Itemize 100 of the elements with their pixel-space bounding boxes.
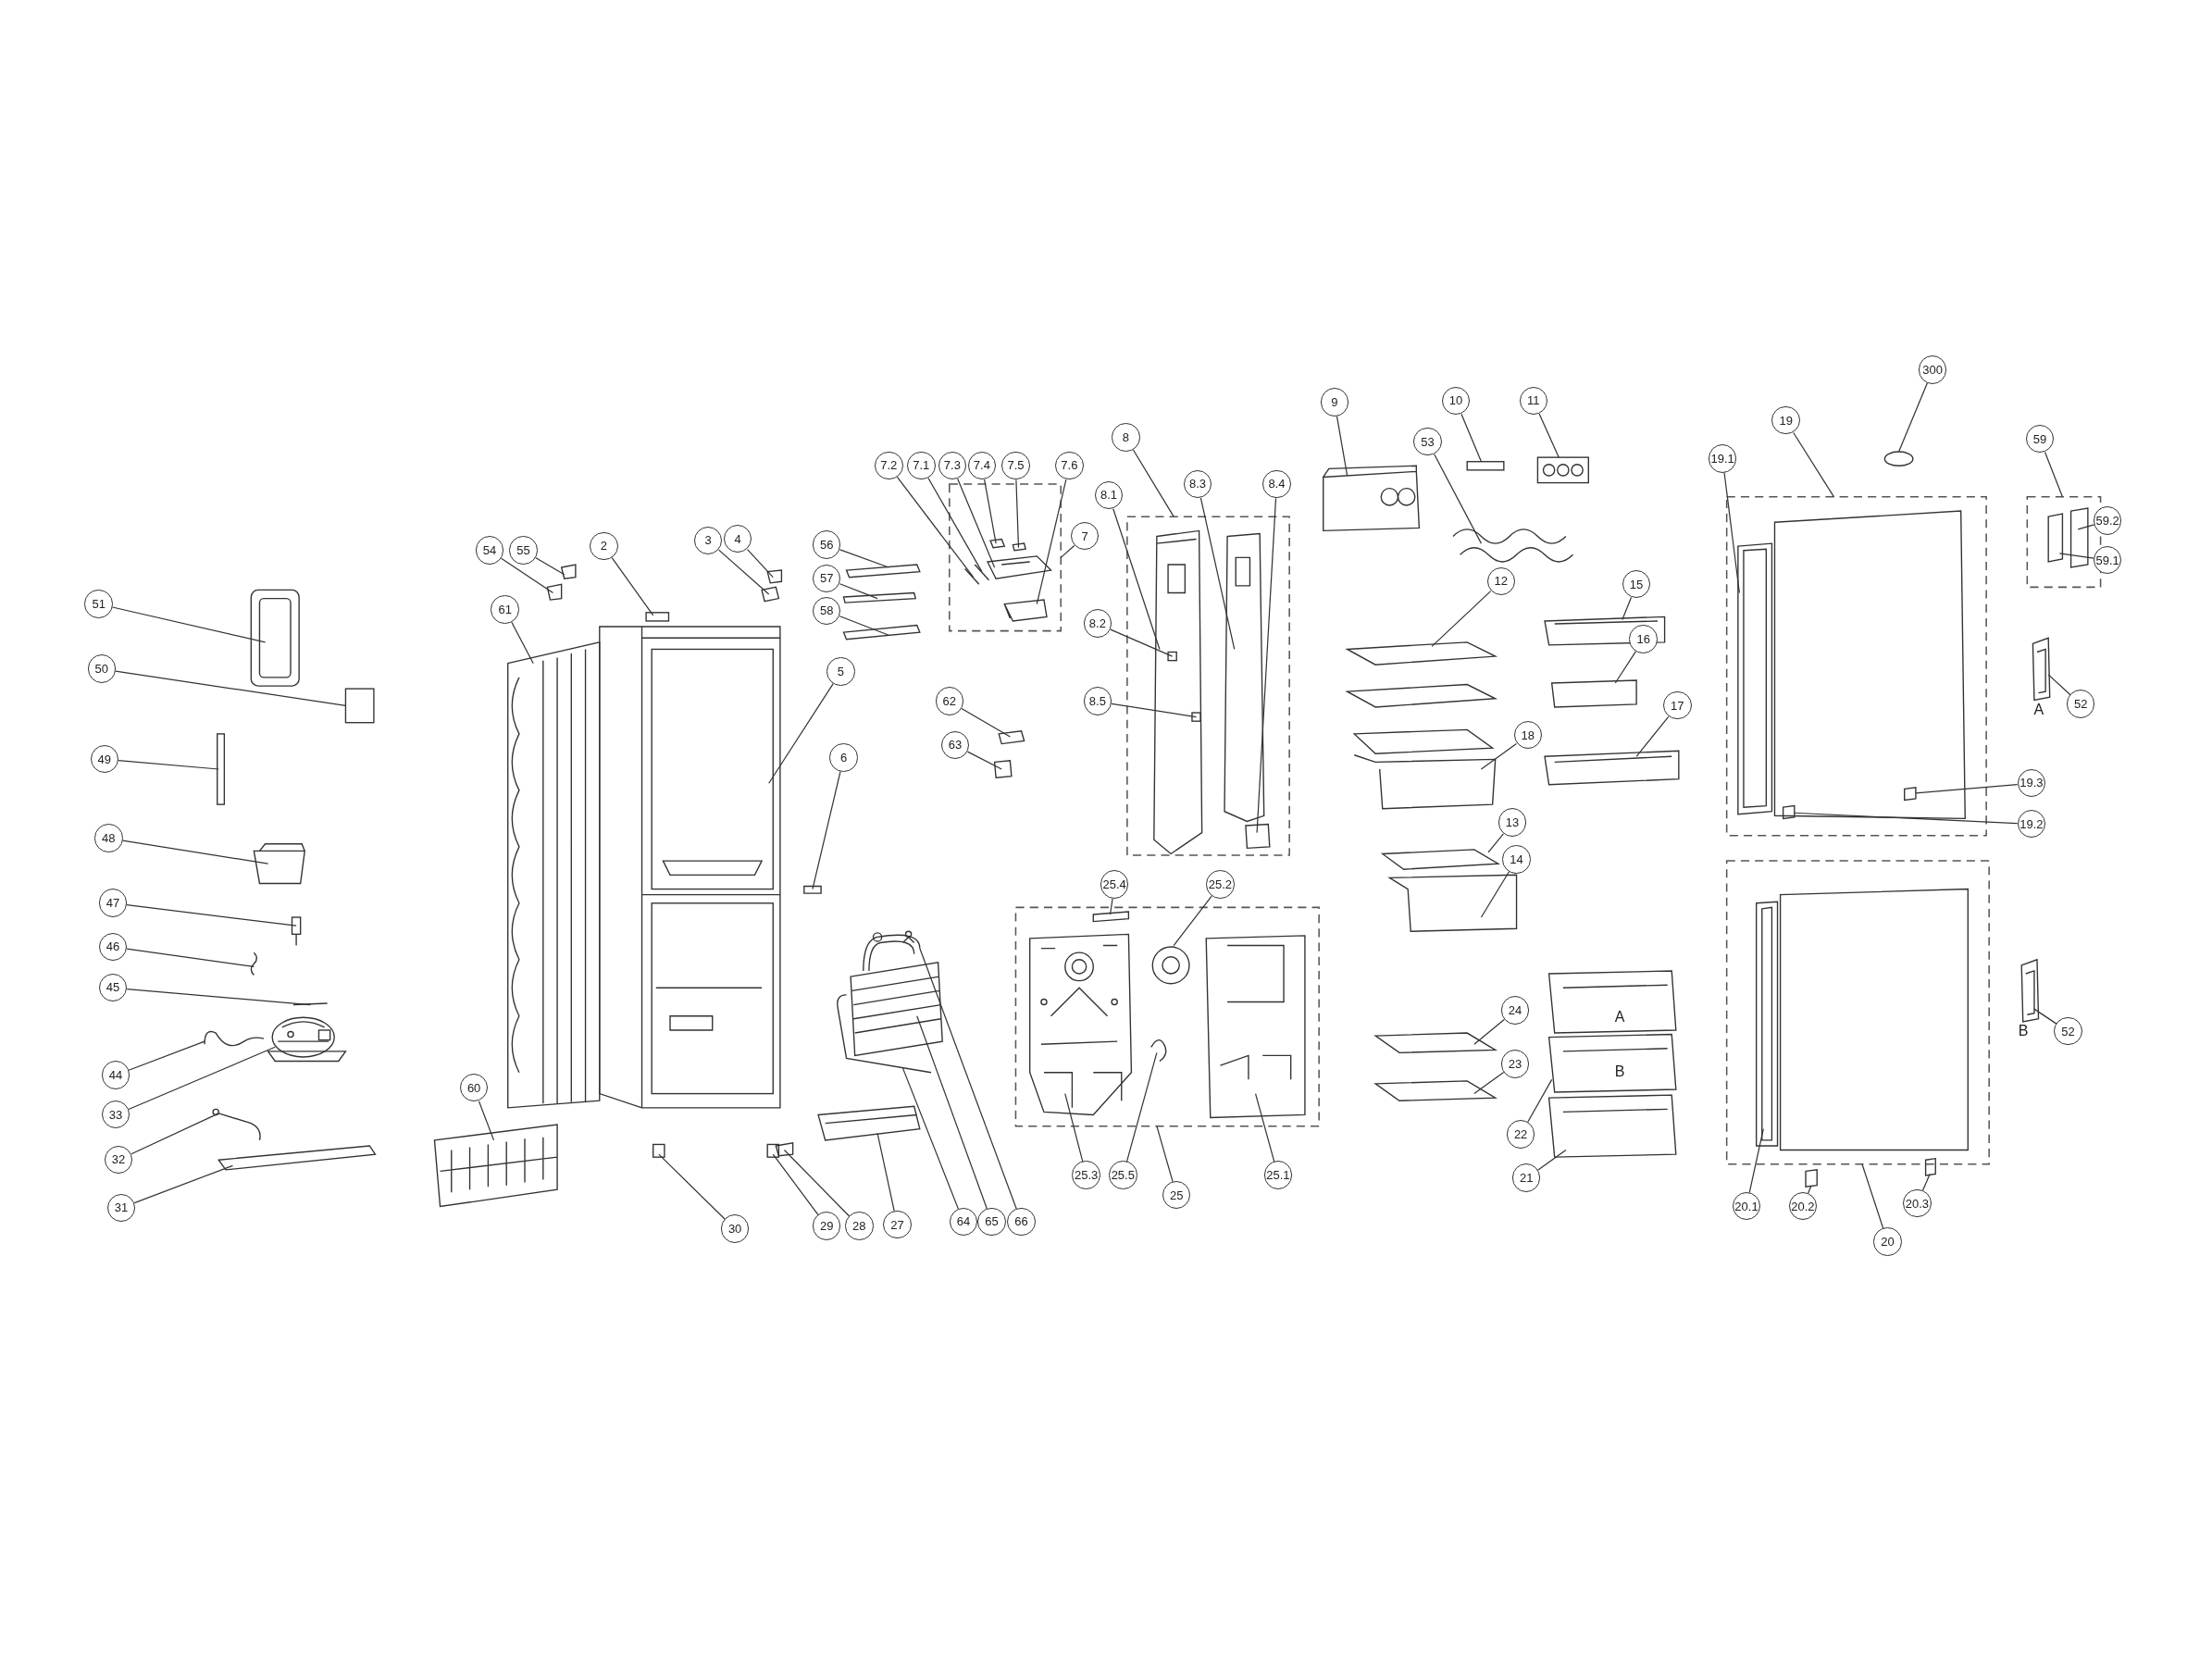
callout-number: 12 bbox=[1486, 566, 1515, 596]
leader-line bbox=[1460, 413, 1483, 463]
callout-number: 7.6 bbox=[1055, 451, 1084, 480]
pipe-drawing bbox=[863, 930, 921, 972]
label-sheet-drawing bbox=[344, 688, 375, 724]
base-plate-drawing bbox=[217, 1145, 377, 1171]
callout-number: 2 bbox=[590, 531, 618, 561]
leader-line bbox=[1473, 1018, 1505, 1045]
callout-number: 7.3 bbox=[938, 451, 967, 480]
callout-number: 45 bbox=[98, 973, 128, 1002]
pipe-drawing bbox=[292, 1002, 329, 1006]
leader-line bbox=[1112, 508, 1161, 651]
cabinet-drawing bbox=[599, 626, 781, 1109]
control-panel-drawing bbox=[645, 612, 670, 622]
leader-line bbox=[1480, 742, 1517, 770]
leader-line bbox=[1635, 715, 1670, 757]
hinge-drawing bbox=[1924, 1157, 1936, 1176]
leader-line bbox=[1015, 479, 1020, 549]
lamp-housing-drawing bbox=[987, 555, 1052, 579]
leader-line bbox=[1538, 413, 1560, 458]
foam-block-drawing bbox=[1245, 823, 1271, 850]
duct-drawing bbox=[1153, 529, 1203, 855]
leader-line bbox=[1064, 1092, 1084, 1163]
callout-number: 33 bbox=[101, 1100, 130, 1129]
callout-number: 11 bbox=[1519, 386, 1548, 416]
leader-line bbox=[1808, 1185, 1812, 1194]
leader-line bbox=[812, 771, 841, 890]
callout-number: 50 bbox=[87, 654, 116, 683]
callout-number: 8.4 bbox=[1262, 469, 1291, 499]
callout-number: 5 bbox=[826, 657, 855, 686]
callout-number: 64 bbox=[949, 1207, 978, 1237]
leader-line bbox=[919, 947, 1017, 1210]
leader-line bbox=[126, 989, 311, 1006]
foot-drawing bbox=[652, 1143, 665, 1158]
gasket-frame-drawing bbox=[250, 589, 300, 687]
leader-line bbox=[1898, 382, 1928, 453]
callout-number: 8.2 bbox=[1083, 609, 1112, 638]
callout-number: 25 bbox=[1162, 1180, 1191, 1210]
leader-line bbox=[1480, 870, 1510, 918]
callout-number: 8.5 bbox=[1083, 687, 1112, 715]
duct-drawing bbox=[1224, 532, 1265, 823]
drawer-drawing bbox=[1547, 1033, 1677, 1093]
callout-number: 29 bbox=[812, 1212, 841, 1240]
callout-number: 60 bbox=[459, 1073, 489, 1102]
callout-number: 25.4 bbox=[1100, 870, 1129, 899]
callout-number: 66 bbox=[1007, 1207, 1036, 1237]
leader-line bbox=[1431, 591, 1492, 647]
leader-line bbox=[1622, 596, 1633, 621]
callout-number: 15 bbox=[1622, 569, 1651, 599]
leader-line bbox=[1861, 1163, 1884, 1229]
leader-line bbox=[115, 670, 347, 707]
foot-drawing bbox=[766, 1143, 780, 1158]
callout-number: 20.2 bbox=[1788, 1191, 1818, 1221]
handle-drawing bbox=[2020, 958, 2040, 1023]
glass-shelf-drawing bbox=[1373, 1080, 1498, 1101]
callout-number: 57 bbox=[812, 564, 841, 593]
callout-number: 51 bbox=[84, 590, 113, 618]
wavy-sheet-drawing bbox=[1452, 529, 1574, 563]
callout-number: 7.4 bbox=[967, 451, 997, 480]
callout-number: 300 bbox=[1918, 355, 1947, 384]
ice-box-drawing bbox=[1323, 465, 1421, 532]
callout-number: 19.2 bbox=[2017, 809, 2046, 839]
leader-line bbox=[1794, 812, 2019, 825]
leader-line bbox=[118, 760, 219, 770]
callout-number: 54 bbox=[475, 536, 504, 565]
leader-line bbox=[121, 839, 269, 864]
callout-number: 13 bbox=[1497, 808, 1527, 837]
leader-line bbox=[718, 549, 770, 595]
tray-drawing bbox=[253, 843, 305, 885]
sensor-drawing bbox=[993, 760, 1013, 778]
callout-number: 63 bbox=[940, 730, 970, 760]
leader-line bbox=[1748, 1128, 1764, 1194]
callout-number: 19 bbox=[1771, 405, 1800, 435]
callout-number: 58 bbox=[812, 596, 841, 626]
leader-line bbox=[500, 557, 554, 594]
leader-line bbox=[126, 948, 255, 967]
clip-drawing bbox=[1191, 712, 1201, 722]
callout-number: 31 bbox=[106, 1193, 136, 1222]
leader-line bbox=[961, 707, 1011, 738]
leader-line bbox=[2033, 1008, 2057, 1025]
callout-number: 19.1 bbox=[1708, 444, 1737, 473]
shelf-drawing bbox=[1345, 641, 1498, 708]
clip-drawing bbox=[560, 564, 577, 579]
callout-number: 7.5 bbox=[1001, 451, 1030, 480]
leader-line bbox=[1793, 431, 1835, 498]
ice-tray-drawing bbox=[1536, 456, 1589, 484]
leader-line bbox=[1527, 1078, 1553, 1124]
leader-line bbox=[772, 1153, 819, 1216]
handle-drawing bbox=[2032, 637, 2051, 701]
callout-number: 48 bbox=[94, 824, 123, 852]
wire-drawing bbox=[974, 564, 990, 581]
callout-number: 8.1 bbox=[1094, 480, 1124, 510]
leader-line bbox=[1336, 416, 1348, 477]
leader-line bbox=[1125, 1051, 1158, 1163]
bracket-drawing bbox=[803, 885, 822, 894]
callout-number: 19.3 bbox=[2017, 768, 2046, 798]
leader-line bbox=[1109, 898, 1113, 915]
sensor-drawing bbox=[212, 1108, 261, 1141]
callout-number: 55 bbox=[509, 536, 538, 565]
hinge-drawing bbox=[775, 1142, 794, 1157]
